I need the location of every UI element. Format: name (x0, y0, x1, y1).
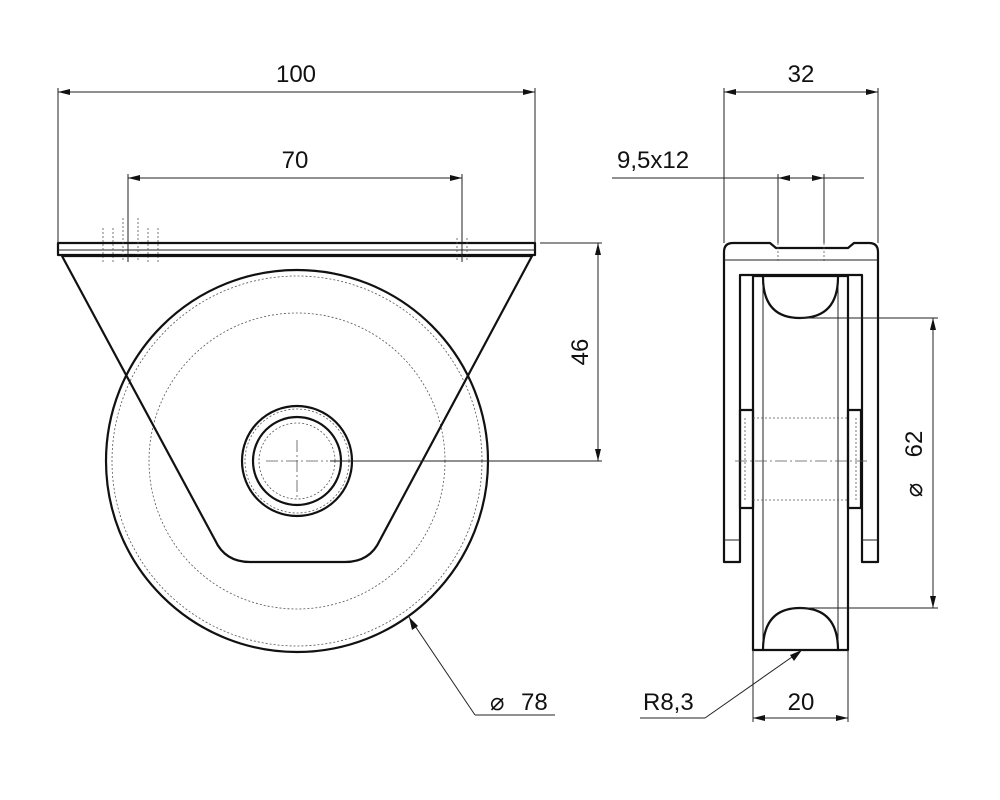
dim-total-width-label: 32 (788, 61, 815, 88)
side-boss-right (846, 408, 863, 510)
dim-slot-size: 9,5x12 (612, 147, 864, 243)
side-groove-bottom (761, 606, 840, 652)
dim-plate-width: 100 (57, 61, 536, 243)
dim-groove-diameter: ⌀ 62 (800, 317, 938, 609)
dim-axle-height-label: 46 (567, 339, 594, 366)
bracket (60, 254, 534, 564)
dim-plate-width-label: 100 (276, 61, 316, 88)
dim-slot-size-label: 9,5x12 (617, 147, 689, 174)
side-wheel-body (751, 274, 850, 652)
dim-wheel-width-label: 20 (788, 689, 815, 716)
dim-groove-diameter-label: 62 (901, 431, 928, 458)
side-view (722, 241, 880, 652)
dim-hole-spacing-label: 70 (282, 147, 309, 174)
dim-total-width: 32 (723, 61, 879, 243)
side-bracket-outer (722, 241, 880, 564)
dim-wheel-diameter: ⌀ 78 (408, 616, 555, 716)
front-view (56, 218, 537, 654)
side-groove-top (761, 275, 840, 320)
dim-hole-spacing: 70 (127, 147, 463, 262)
dim-groove-radius: R8,3 (640, 649, 803, 719)
side-boss-left (738, 408, 755, 510)
dim-groove-radius-label: R8,3 (643, 689, 694, 716)
dim-axle-height: 46 (330, 242, 602, 462)
dim-wheel-diameter-label: 78 (521, 689, 548, 716)
dim-wheel-width: 20 (752, 650, 849, 722)
dim-wheel-diameter-symbol: ⌀ (490, 689, 504, 716)
dim-groove-diameter-symbol: ⌀ (901, 483, 928, 497)
mounting-plate (56, 241, 537, 257)
